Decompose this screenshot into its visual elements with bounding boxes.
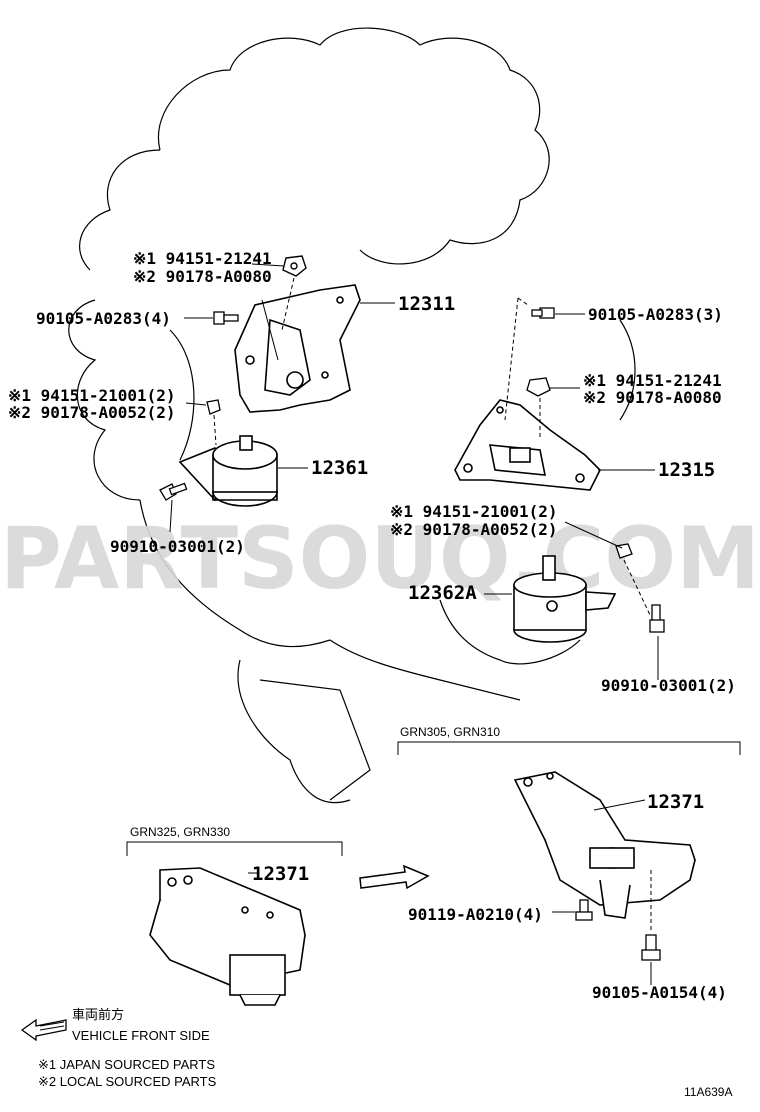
bolt-icon <box>641 934 661 961</box>
label-nut-left-1: ※1 94151-21001(2) <box>8 386 176 405</box>
label-group-right: GRN305, GRN310 <box>400 725 500 739</box>
label-group-left: GRN325, GRN330 <box>130 825 230 839</box>
nut-icon <box>206 399 221 415</box>
label-nut-left-2: ※2 90178-A0052(2) <box>8 403 176 422</box>
legend-front-jp: 車両前方 <box>72 1007 124 1022</box>
bracket-12315 <box>454 399 601 491</box>
label-bolt-bottom-2: 90105-A0154(4) <box>592 983 727 1002</box>
label-12371-right: 12371 <box>647 791 704 813</box>
bolt-icon <box>649 604 665 633</box>
label-bolt-left-low: 90910-03001(2) <box>110 537 245 556</box>
leader-line <box>213 414 217 446</box>
diagram-code: 11A639A <box>684 1085 733 1099</box>
label-nut-right-1: ※1 94151-21241 <box>583 371 722 390</box>
label-bolt-right-low: 90910-03001(2) <box>601 676 736 695</box>
leader-line <box>281 277 295 331</box>
bolt-icon <box>159 482 188 501</box>
label-bolt-bottom-1: 90119-A0210(4) <box>408 905 543 924</box>
mount-12361 <box>178 435 278 507</box>
label-nut-mid-1: ※1 94151-21001(2) <box>390 502 558 521</box>
legend-front-en: VEHICLE FRONT SIDE <box>72 1028 210 1043</box>
label-leaders <box>169 263 655 913</box>
legend-note-2: ※2 LOCAL SOURCED PARTS <box>38 1074 217 1089</box>
label-nut-right-2: ※2 90178-A0080 <box>583 388 722 407</box>
label-nut-top-2: ※2 90178-A0080 <box>133 267 272 286</box>
nut-icon <box>526 377 551 397</box>
bolt-icon <box>531 307 555 319</box>
label-12315: 12315 <box>658 459 715 481</box>
bolt-icon <box>575 899 593 921</box>
label-12361: 12361 <box>311 457 368 479</box>
label-nut-top-1: ※1 94151-21241 <box>133 249 272 268</box>
leader-line <box>623 559 651 616</box>
mount-12371-right <box>513 771 697 919</box>
label-12311: 12311 <box>398 293 455 315</box>
bolt-icon <box>213 311 239 325</box>
mount-12371-left <box>149 867 306 1006</box>
bracket-12311 <box>234 284 361 413</box>
label-12362a: 12362A <box>408 582 477 604</box>
engine-outline <box>68 27 636 804</box>
group-brackets <box>126 741 741 856</box>
watermark-text: PARTSOUQ.COM <box>0 509 760 609</box>
arrow-icon <box>359 864 430 890</box>
label-nut-mid-2: ※2 90178-A0052(2) <box>390 520 558 539</box>
legend-note-1: ※1 JAPAN SOURCED PARTS <box>38 1057 215 1072</box>
label-12371-left: 12371 <box>252 863 309 885</box>
label-bolt-right-top: 90105-A0283(3) <box>588 305 723 324</box>
mount-12362a <box>513 555 617 643</box>
leader-line <box>504 297 529 421</box>
nut-icon <box>282 255 307 277</box>
front-arrow-icon <box>20 1018 67 1042</box>
label-bolt-left-top: 90105-A0283(4) <box>36 309 171 328</box>
